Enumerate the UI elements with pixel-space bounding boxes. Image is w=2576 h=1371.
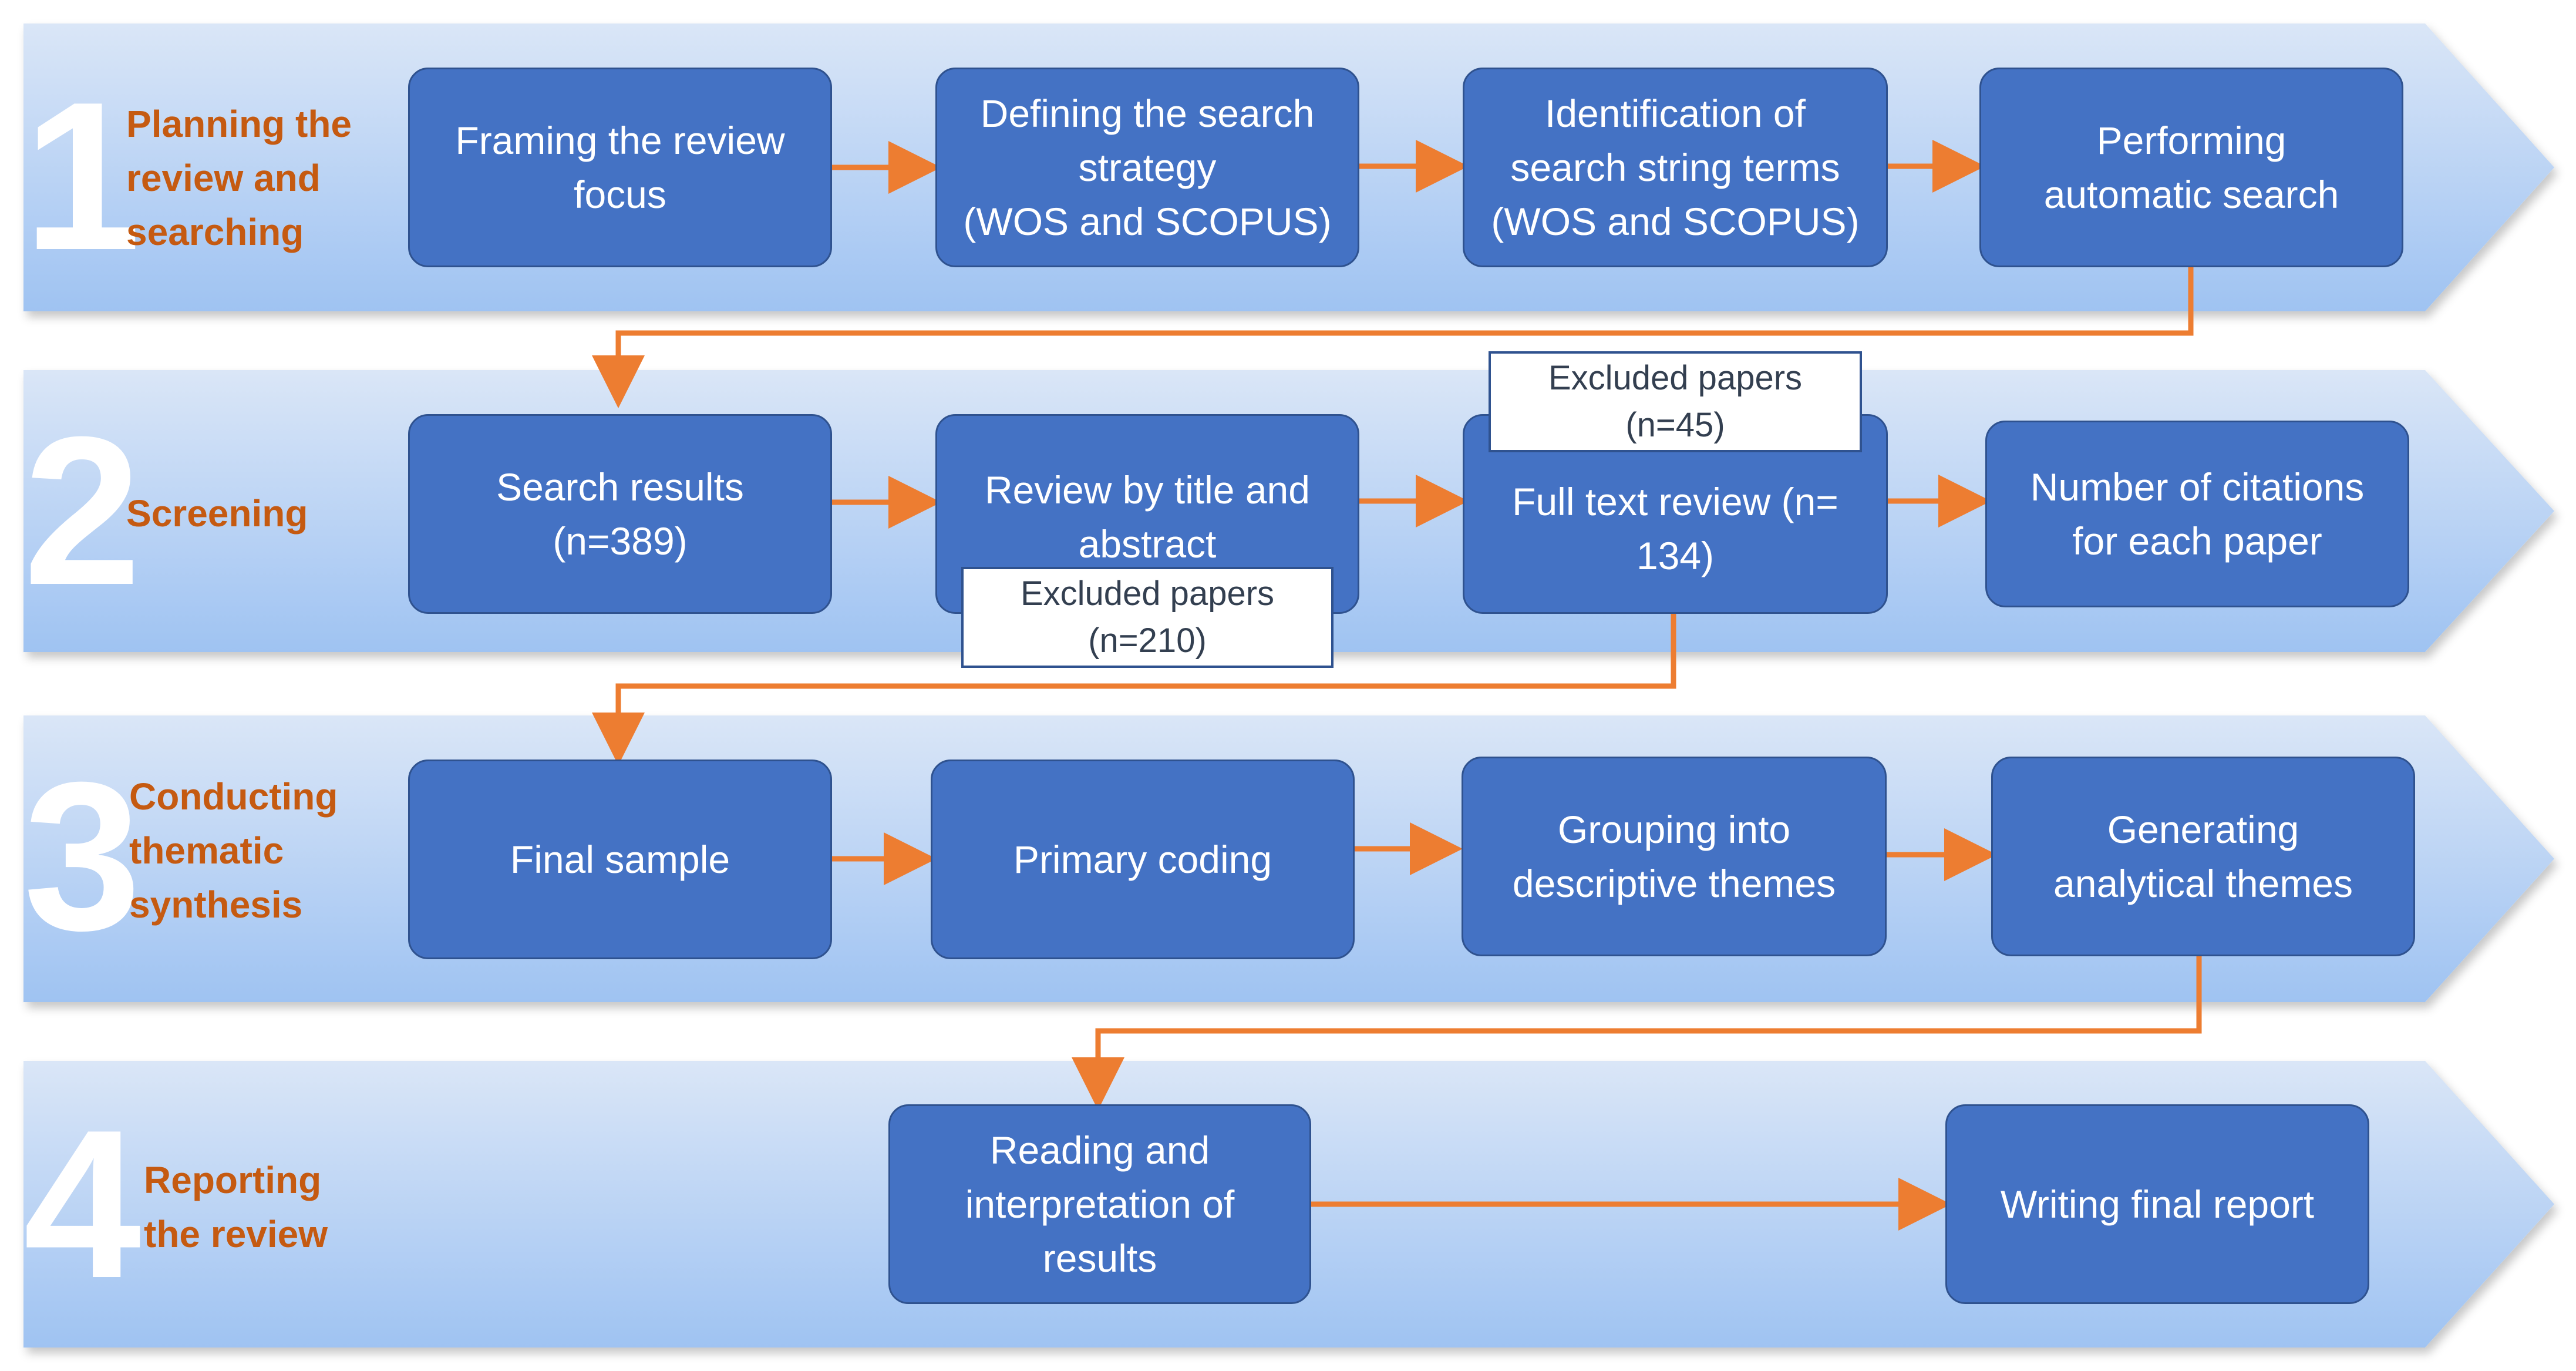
box-framing-review-focus: Framing the review focus [408,68,832,267]
note-excluded-papers-210: Excluded papers (n=210) [961,567,1334,668]
box-reading-interpretation: Reading and interpretation of results [888,1104,1311,1304]
box-defining-search-strategy: Defining the search strategy (WOS and SC… [935,68,1359,267]
stage-number-1: 1 [23,58,142,294]
stage-title-2: Screening [126,492,308,535]
arrow-performing-to-search-results [592,267,2194,408]
stage-number-3: 3 [23,738,142,975]
stage-number-2: 2 [23,393,142,629]
box-generating-analytical-themes: Generating analytical themes [1991,757,2415,956]
box-grouping-descriptive-themes: Grouping into descriptive themes [1462,757,1887,956]
stage-title-1: Planning the review and searching [126,103,352,253]
box-performing-automatic-search: Performing automatic search [1979,68,2403,267]
stage-title-4: Reporting the review [144,1159,328,1255]
box-search-results: Search results (n=389) [408,414,832,614]
stage-title-3: Conducting thematic synthesis [129,775,338,926]
box-writing-final-report: Writing final report [1945,1104,2369,1304]
arrow-fulltext-to-final-sample [592,614,1676,765]
stage-number-4: 4 [23,1086,142,1322]
box-identification-search-terms: Identification of search string terms (W… [1463,68,1888,267]
box-final-sample: Final sample [408,760,832,959]
arrow-generating-to-reading [1072,956,2202,1110]
note-excluded-papers-45: Excluded papers (n=45) [1489,351,1862,452]
box-number-of-citations: Number of citations for each paper [1985,421,2409,607]
box-primary-coding: Primary coding [931,760,1355,959]
